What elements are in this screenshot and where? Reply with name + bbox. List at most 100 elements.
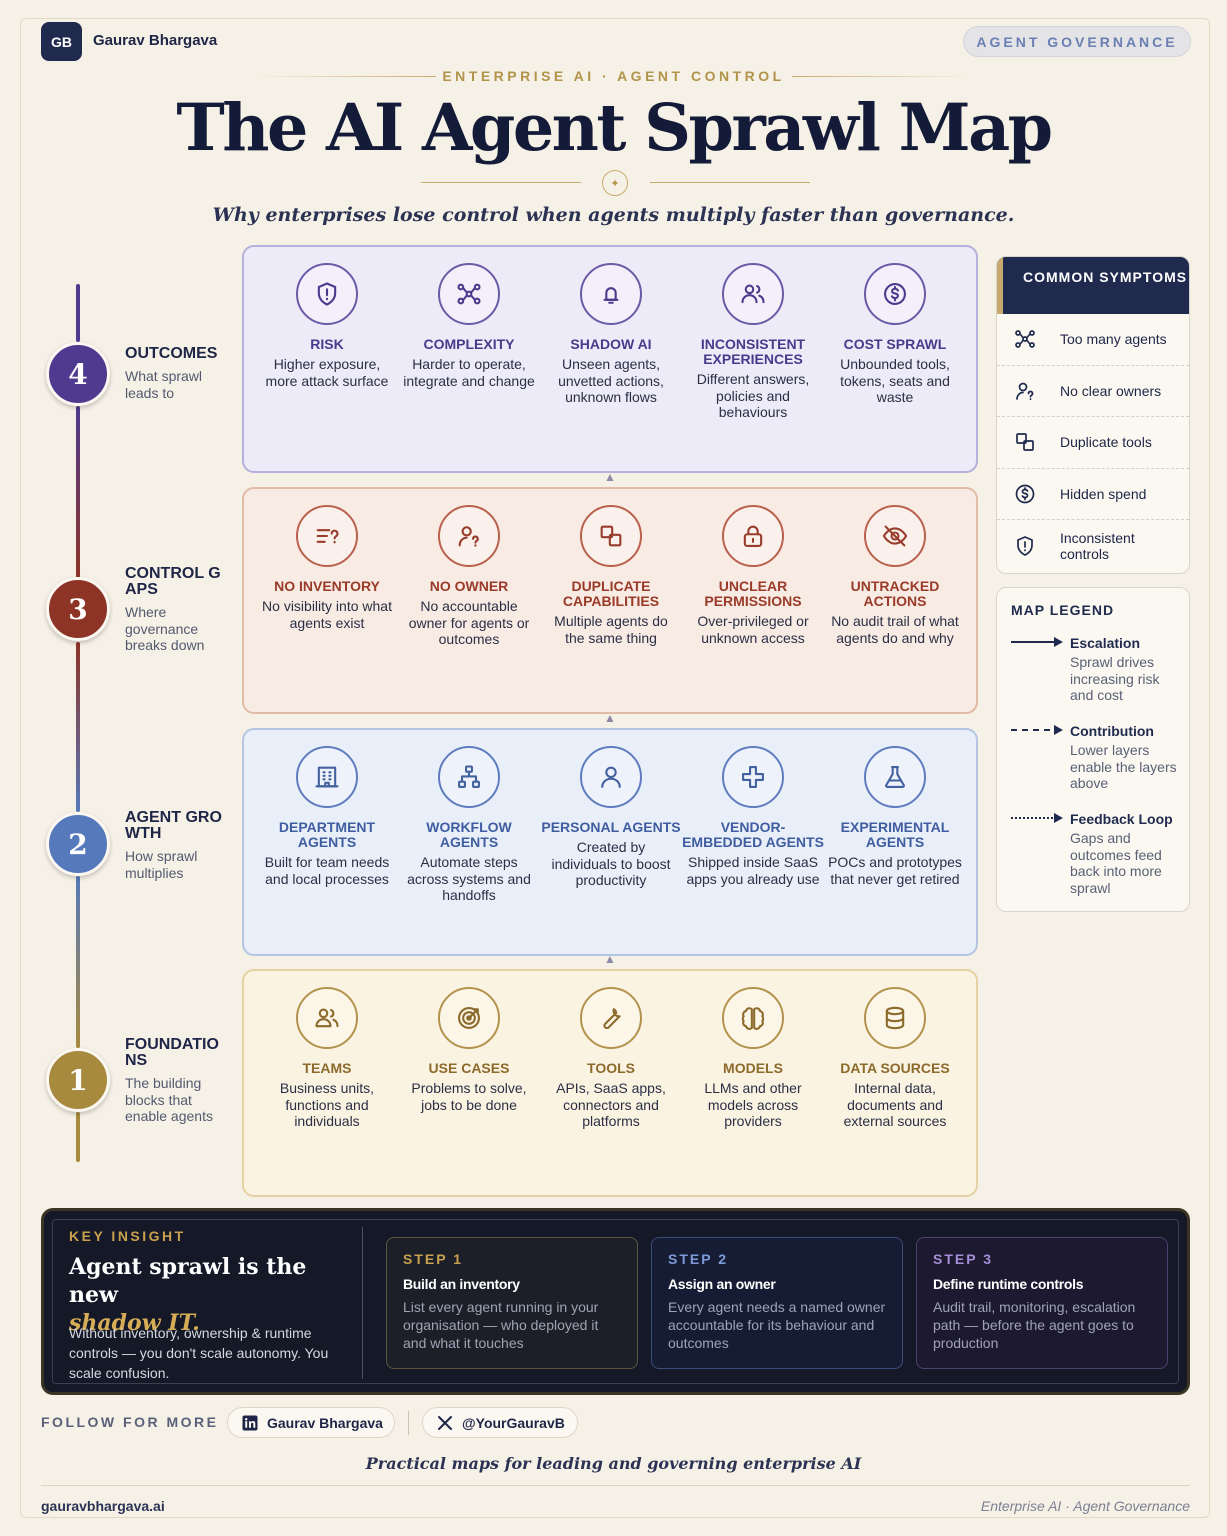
card-title: DEPARTMENT AGENTS (278, 819, 376, 850)
user-question-icon (1011, 377, 1039, 405)
card-experimental-agents: EXPERIMENTAL AGENTS POCs and prototypes … (824, 746, 966, 904)
card-title: COMPLEXITY (423, 336, 515, 352)
symptom-item: Hidden spend (997, 469, 1189, 520)
page-title: The AI Agent Sprawl Map (176, 90, 1053, 166)
level-title: AGENT GROWTH (125, 809, 222, 842)
level-subtitle: How sprawl multiplies (125, 848, 198, 881)
footer-divider-line (41, 1485, 1190, 1486)
symptom-label: Inconsistent controls (1060, 529, 1135, 562)
dollar-icon (864, 263, 926, 325)
key-insight-title: Agent sprawl is the new shadow IT. (69, 1253, 359, 1337)
step-1-card: STEP 1 Build an inventory List every age… (386, 1237, 638, 1369)
card-use-cases: USE CASES Problems to solve, jobs to be … (398, 987, 540, 1130)
legend-item-desc: Sprawl drives increasing risk and cost (1070, 654, 1160, 703)
wrench-icon (580, 987, 642, 1049)
level-2-label: AGENT GROWTH How sprawl multiplies (125, 810, 229, 881)
flask-icon (864, 746, 926, 808)
level-2-number: 2 (46, 812, 110, 876)
card-unclear-permissions: UNCLEAR PERMISSIONS Over-privileged or u… (682, 505, 824, 648)
card-desc: Shipped inside SaaS apps you already use (686, 854, 820, 887)
step-3-card: STEP 3 Define runtime controls Audit tra… (916, 1237, 1168, 1369)
foundations-panel: TEAMS Business units, functions and indi… (242, 969, 978, 1197)
person-icon (580, 746, 642, 808)
card-desc: LLMs and other models across providers (704, 1080, 802, 1129)
card-title: PERSONAL AGENTS (541, 819, 681, 835)
footer-topic: Enterprise AI · Agent Governance (980, 1498, 1190, 1514)
card-title: USE CASES (428, 1060, 510, 1076)
step-desc: Audit trail, monitoring, escalation path… (933, 1299, 1136, 1351)
card-desc: Internal data, documents and external so… (843, 1080, 947, 1129)
card-inconsistent-experiences: INCONSISTENT EXPERIENCES Different answe… (682, 263, 824, 421)
key-insight-body: Without inventory, ownership & runtime c… (69, 1325, 329, 1381)
key-insight-label: KEY INSIGHT (69, 1228, 186, 1244)
level-3-number: 3 (46, 577, 110, 641)
duplicate-icon (1011, 428, 1039, 456)
users-icon (722, 263, 784, 325)
symptom-label: Hidden spend (1060, 485, 1147, 502)
dotted-arrow-icon (1011, 813, 1063, 823)
card-title: EXPERIMENTAL AGENTS (840, 819, 950, 850)
level-4-number: 4 (46, 342, 110, 406)
linkedin-icon (242, 1415, 258, 1430)
network-icon (438, 263, 500, 325)
card-desc: POCs and prototypes that never get retir… (828, 854, 962, 887)
shield-icon (296, 263, 358, 325)
page-subtitle: Why enterprises lose control when agents… (212, 204, 1015, 226)
ornament-line-right (650, 182, 810, 183)
card-title: TOOLS (587, 1060, 635, 1076)
author-name: Gaurav Bhargava (93, 32, 218, 49)
level-title: CONTROL GAPS (125, 565, 221, 598)
topic-tag: AGENT GOVERNANCE (963, 26, 1191, 57)
solid-arrow-icon (1011, 637, 1063, 647)
dashed-arrow-icon (1011, 725, 1063, 735)
card-desc: Problems to solve, jobs to be done (411, 1080, 527, 1113)
card-desc: No visibility into what agents exist (262, 598, 392, 631)
symptoms-title: COMMON SYMPTOMS (997, 257, 1189, 314)
step-title: Assign an owner (668, 1276, 776, 1292)
card-duplicate-capabilities: DUPLICATE CAPABILITIES Multiple agents d… (540, 505, 682, 648)
timeline-segment-21 (76, 876, 80, 1048)
card-cost-sprawl: COST SPRAWL Unbounded tools, tokens, sea… (824, 263, 966, 421)
user-question-icon (438, 505, 500, 567)
card-title: TEAMS (302, 1060, 352, 1076)
step-label: STEP 1 (403, 1251, 463, 1267)
key-insight-band: KEY INSIGHT Agent sprawl is the new shad… (41, 1208, 1190, 1395)
insight-title-main: Agent sprawl is the new (69, 1254, 307, 1308)
lock-icon (722, 505, 784, 567)
author-badge: GB (41, 22, 82, 61)
symptom-label: Too many agents (1060, 331, 1167, 348)
arrow-up-icon: ▲ (604, 470, 616, 484)
card-workflow-agents: WORKFLOW AGENTS Automate steps across sy… (398, 746, 540, 904)
x-icon (438, 1415, 452, 1430)
legend-item-desc: Gaps and outcomes feed back into more sp… (1070, 830, 1162, 896)
card-no-owner: NO OWNER No accountable owner for agents… (398, 505, 540, 648)
symptom-label: No clear owners (1060, 382, 1162, 399)
symptom-item: Duplicate tools (997, 417, 1189, 469)
card-title: DUPLICATE CAPABILITIES (562, 578, 660, 609)
x-link[interactable]: @YourGauravB (422, 1407, 578, 1438)
website-link[interactable]: gauravbhargava.ai (41, 1498, 165, 1514)
step-desc: Every agent needs a named owner accounta… (668, 1299, 886, 1351)
level-subtitle: The building blocks that enable agents (125, 1075, 213, 1124)
timeline-segment-1 (76, 1112, 80, 1162)
symptom-item: Inconsistent controls (997, 520, 1189, 572)
card-desc: Harder to operate, integrate and change (403, 356, 535, 389)
linkedin-link[interactable]: Gaurav Bhargava (227, 1407, 395, 1438)
card-models: MODELS LLMs and other models across prov… (682, 987, 824, 1130)
outcomes-panel: RISK Higher exposure, more attack surfac… (242, 245, 978, 473)
puzzle-icon (722, 746, 784, 808)
step-title: Build an inventory (403, 1276, 520, 1292)
card-desc: Business units, functions and individual… (279, 1080, 375, 1129)
card-desc: No audit trail of what agents do and why (831, 613, 959, 646)
level-title: FOUNDATIONS (125, 1036, 219, 1069)
card-title: INCONSISTENT EXPERIENCES (700, 336, 806, 367)
linkedin-handle: Gaurav Bhargava (267, 1414, 383, 1431)
level-subtitle: Where governance breaks down (125, 604, 205, 653)
timeline-segment-4 (76, 284, 80, 342)
map-legend-panel: MAP LEGEND Escalation Sprawl drives incr… (996, 587, 1190, 912)
legend-title: MAP LEGEND (1011, 602, 1115, 618)
legend-item-title: Feedback Loop (1070, 811, 1173, 827)
card-data-sources: DATA SOURCES Internal data, documents an… (824, 987, 966, 1130)
symptom-label: Duplicate tools (1060, 434, 1152, 451)
legend-item-desc: Lower layers enable the layers above (1070, 742, 1177, 791)
